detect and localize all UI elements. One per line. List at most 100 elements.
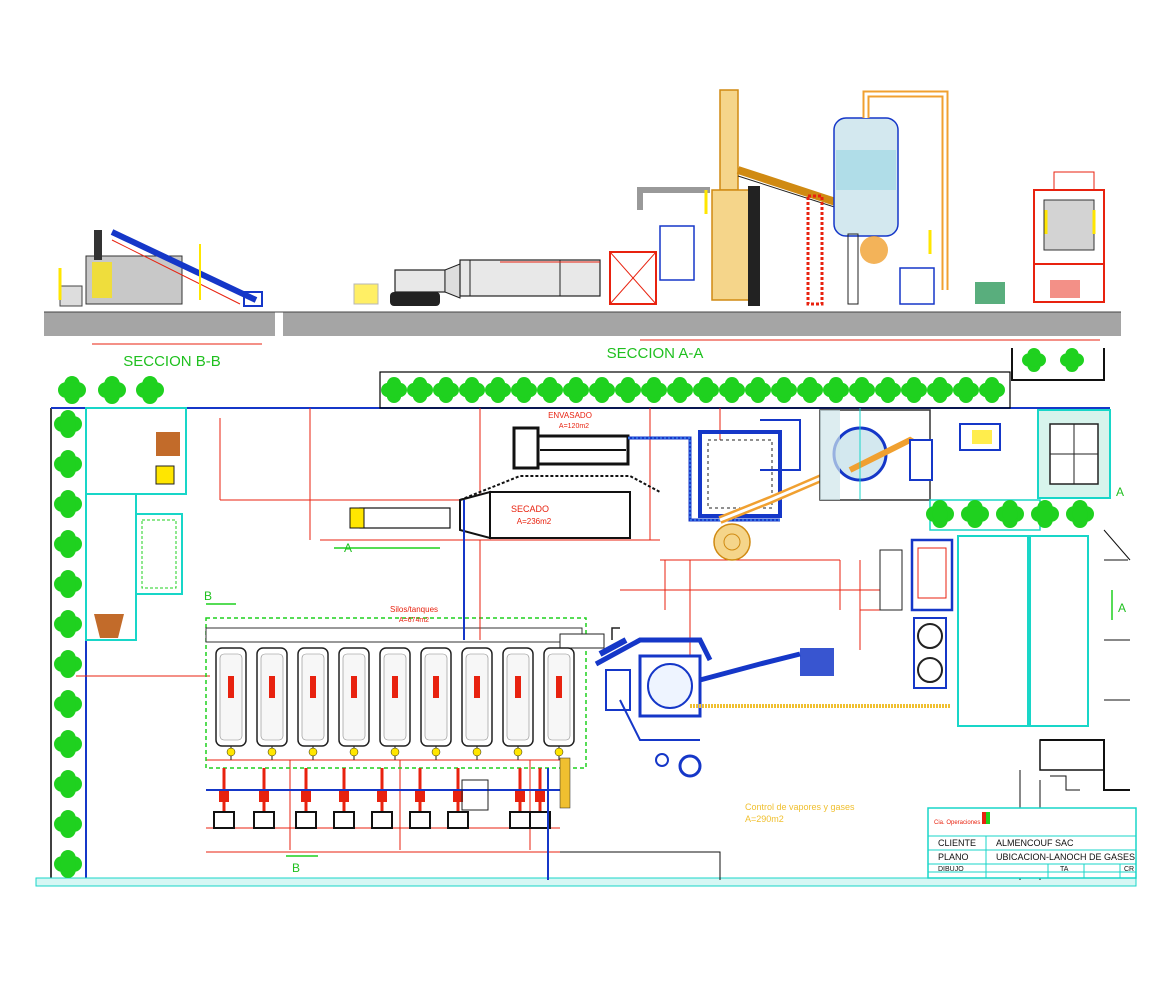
tree-symbol <box>849 377 875 403</box>
tree-symbol <box>54 850 83 878</box>
burner-unit <box>409 768 431 829</box>
tree-column-left <box>54 410 83 878</box>
tree-symbol <box>537 377 563 403</box>
tree-symbol <box>459 377 485 403</box>
silo <box>461 647 493 760</box>
tree-symbol <box>54 650 83 678</box>
aa-equipment <box>353 89 1105 341</box>
tree-symbol <box>485 377 511 403</box>
burner-unit <box>371 768 393 829</box>
area-secado-value: A=236m2 <box>517 517 552 526</box>
area-secado: SECADO <box>511 504 549 514</box>
tree-symbol <box>771 377 797 403</box>
tree-symbol <box>875 377 901 403</box>
tree-symbol <box>797 377 823 403</box>
plan-view: ENVASADO A=120m2 SECADO A=236m2 A <box>35 348 1137 887</box>
tree-symbol <box>823 377 849 403</box>
tree-symbol <box>1060 348 1084 372</box>
tree-symbol <box>54 730 83 758</box>
section-bb-title: SECCION B-B <box>123 353 221 370</box>
tree-symbol <box>54 530 83 558</box>
tree-symbol <box>54 410 83 438</box>
red-dimension-grid <box>206 408 900 853</box>
tree-symbol <box>54 490 83 518</box>
tree-symbol <box>1031 500 1060 528</box>
silo-row <box>215 647 575 760</box>
dryer-plan <box>489 491 631 539</box>
section-marker-a-lower: A <box>1118 601 1126 615</box>
tree-symbol <box>615 377 641 403</box>
burner-unit <box>213 768 235 829</box>
tree-symbol <box>926 500 954 528</box>
tree-symbol <box>57 376 87 404</box>
site-bottom-edge <box>35 877 1137 887</box>
title-block-company: Cia. Operaciones <box>934 820 980 826</box>
area-envasado-title: ENVASADO <box>548 411 592 420</box>
area-silos-title: Silos/tanques <box>390 605 438 614</box>
title-block-label-cliente: CLIENTE <box>938 838 976 848</box>
area-envasado-value: A=120m2 <box>559 423 589 430</box>
section-marker-b-bottom: B <box>292 861 300 875</box>
tree-symbol <box>54 810 83 838</box>
burner-row <box>213 768 551 829</box>
tree-symbol <box>54 770 83 798</box>
bb-equipment <box>58 229 263 345</box>
title-block-sheet: CR <box>1124 866 1134 873</box>
burner-unit <box>333 768 355 829</box>
tree-symbol <box>98 376 127 404</box>
tree-symbol <box>961 500 989 528</box>
tree-symbol <box>381 377 407 403</box>
tree-symbol <box>136 376 164 404</box>
control-vapores-area: A=290m2 <box>745 814 784 824</box>
title-block-value-dibujo: TA <box>1060 866 1069 873</box>
title-block-value-plano: UBICACION-LANOCH DE GASES <box>996 852 1135 862</box>
elevation-sections: SECCION B-B SECCION A-A <box>44 89 1121 370</box>
section-aa-title: SECCION A-A <box>607 345 704 362</box>
tree-symbol <box>927 377 953 403</box>
section-marker-a-left: A <box>344 541 352 555</box>
tree-symbol <box>693 377 719 403</box>
tree-strip-top <box>379 371 1011 409</box>
silo <box>256 647 288 760</box>
silos-enclosure <box>205 617 587 769</box>
burner-unit <box>447 768 469 829</box>
silo <box>502 647 534 760</box>
tree-symbol <box>407 377 433 403</box>
silo <box>215 647 247 760</box>
title-block-value-cliente: ALMENCOUF SAC <box>996 838 1074 848</box>
ground-strip-aa <box>283 312 1121 336</box>
tree-symbol <box>433 377 459 403</box>
burner-unit <box>529 768 551 829</box>
burner-unit <box>253 768 275 829</box>
tree-symbol <box>1066 500 1095 528</box>
control-vapores-label: Control de vapores y gases <box>745 802 855 812</box>
tree-symbol <box>641 377 667 403</box>
tree-row-top <box>57 348 1084 404</box>
tree-band-right <box>926 500 1095 528</box>
tree-symbol <box>745 377 771 403</box>
tree-symbol <box>901 377 927 403</box>
tree-symbol <box>996 500 1024 528</box>
title-block-label-dibujo: DIBUJO <box>938 866 964 873</box>
section-marker-b-top: B <box>204 589 212 603</box>
silo <box>338 647 370 760</box>
tree-symbol <box>589 377 615 403</box>
tree-symbol <box>54 610 83 638</box>
silo <box>379 647 411 760</box>
burner-unit <box>509 768 531 829</box>
tree-symbol <box>511 377 537 403</box>
title-block: Cia. Operaciones CLIENTE ALMENCOUF SAC P… <box>927 807 1137 879</box>
section-marker-a-right: A <box>1116 485 1124 499</box>
tree-symbol <box>54 450 83 478</box>
tree-symbol <box>54 570 83 598</box>
tree-symbol <box>54 690 83 718</box>
tree-symbol <box>953 377 979 403</box>
silo <box>297 647 329 760</box>
ground-strip-bb <box>44 312 275 336</box>
silo <box>543 647 575 760</box>
area-silos-value: A=674m2 <box>399 617 429 624</box>
burner-unit <box>295 768 317 829</box>
silo <box>420 647 452 760</box>
tree-symbol <box>667 377 693 403</box>
